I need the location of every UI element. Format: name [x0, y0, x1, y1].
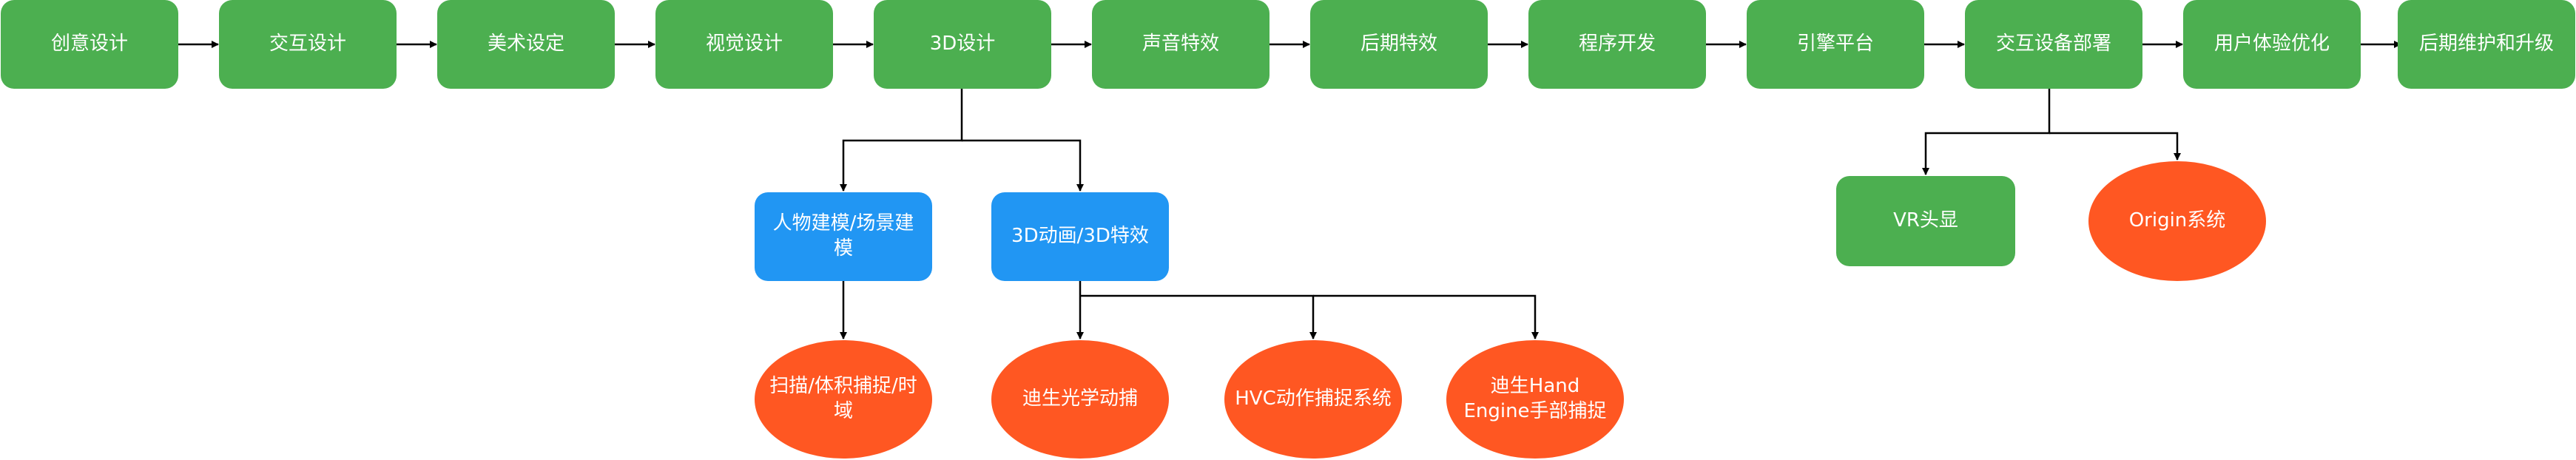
step-creative-design[interactable]: 创意设计: [1, 0, 178, 89]
step-label: 用户体验优化: [2213, 33, 2330, 55]
step-3d-design[interactable]: 3D设计: [874, 0, 1051, 89]
step-device-deployment[interactable]: 交互设备部署: [1965, 0, 2142, 89]
arrow-s5-m1: [840, 89, 963, 192]
step-label: 引擎平台: [1796, 33, 1874, 55]
device-label: Origin系统: [2128, 209, 2226, 232]
module-label: 人物建模/场景建模: [772, 212, 914, 260]
tech-label: HVC动作捕捉系统: [1235, 388, 1392, 410]
module-label: 3D动画/3D特效: [1011, 225, 1149, 248]
step-ux-optimization[interactable]: 用户体验优化: [2183, 0, 2361, 89]
step-visual-design[interactable]: 视觉设计: [655, 0, 833, 89]
step-label: 后期特效: [1360, 33, 1437, 55]
step-label: 3D设计: [929, 33, 996, 55]
tech-label: 迪生Hand Engine手部捕捉: [1463, 375, 1607, 422]
step-interaction-design[interactable]: 交互设计: [219, 0, 397, 89]
step-label: 视觉设计: [705, 33, 783, 55]
device-origin-system[interactable]: Origin系统: [2088, 161, 2266, 281]
arrow-s10-d1: [1922, 89, 2051, 175]
tech-hvc-mocap[interactable]: HVC动作捕捉系统: [1224, 340, 1402, 459]
tech-scan-capture[interactable]: 扫描/体积捕捉/时域: [755, 340, 932, 459]
arrow-m2-t4: [1313, 294, 1539, 339]
module-modeling[interactable]: 人物建模/场景建模: [755, 192, 932, 281]
step-label: 后期维护和升级: [2418, 33, 2554, 55]
step-post-effects[interactable]: 后期特效: [1310, 0, 1488, 89]
tech-label: 迪生光学动捕: [1022, 388, 1138, 410]
step-maintenance-upgrade[interactable]: 后期维护和升级: [2398, 0, 2575, 89]
tech-hand-engine[interactable]: 迪生Hand Engine手部捕捉: [1446, 340, 1624, 459]
step-engine-platform[interactable]: 引擎平台: [1747, 0, 1924, 89]
arrow-s10-d2: [2049, 132, 2181, 160]
step-program-development[interactable]: 程序开发: [1528, 0, 1706, 89]
step-sound-effects[interactable]: 声音特效: [1092, 0, 1270, 89]
module-animation[interactable]: 3D动画/3D特效: [991, 192, 1169, 281]
step-label: 创意设计: [50, 33, 128, 55]
device-vr-headset[interactable]: VR头显: [1836, 176, 2015, 266]
tech-optical-mocap[interactable]: 迪生光学动捕: [991, 340, 1169, 459]
step-label: 程序开发: [1578, 33, 1656, 55]
device-label: VR头显: [1893, 209, 1958, 232]
arrow-s5-m2: [962, 139, 1084, 192]
step-label: 声音特效: [1142, 33, 1219, 55]
step-label: 交互设计: [269, 33, 346, 55]
step-art-setting[interactable]: 美术设定: [437, 0, 615, 89]
step-label: 美术设定: [487, 33, 564, 55]
arrow-m2-t3: [1080, 294, 1317, 339]
step-label: 交互设备部署: [1995, 33, 2111, 55]
tech-label: 扫描/体积捕捉/时域: [769, 375, 917, 422]
